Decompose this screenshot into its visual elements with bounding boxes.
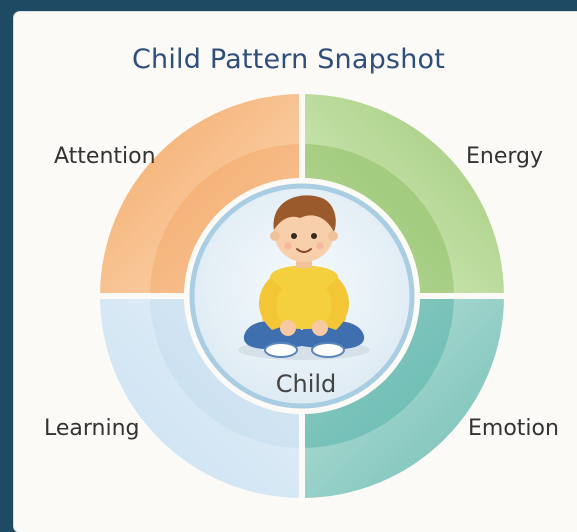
center-label: Child	[275, 370, 337, 398]
quadrant-attention	[100, 94, 302, 296]
quadrant-label-emotion: Emotion	[468, 416, 559, 441]
quadrant-emotion	[302, 296, 504, 498]
quadrant-learning	[100, 296, 302, 498]
child-illustration	[238, 195, 370, 360]
quadrant-dividers	[96, 90, 508, 502]
quadrant-label-learning: Learning	[44, 416, 140, 441]
quadrant-energy	[302, 94, 504, 296]
pattern-wheel	[96, 90, 508, 502]
page-title: Child Pattern Snapshot	[131, 44, 446, 75]
quadrant-label-attention: Attention	[54, 144, 156, 169]
quadrant-label-energy: Energy	[466, 144, 544, 169]
